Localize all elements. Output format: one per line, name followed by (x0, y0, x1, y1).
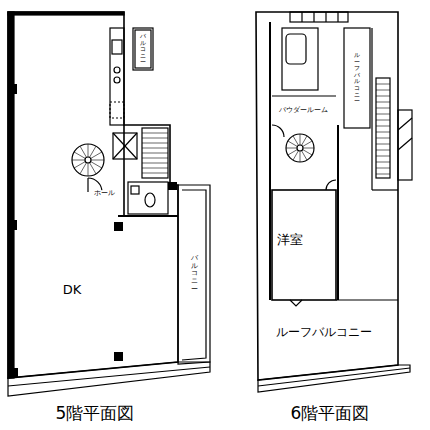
sixth-floor-plan (256, 12, 412, 392)
room-name: DK (63, 283, 82, 297)
room-name: ルーフバルコニー (353, 52, 361, 105)
room-name: バルコニー (190, 255, 199, 293)
floor-caption: 5階平面図 (56, 404, 135, 423)
floor-caption: 6階平面図 (291, 404, 370, 423)
room-name: パウダールーム (278, 107, 329, 115)
room-name: 洋室 (277, 233, 303, 247)
room-name: ルーフバルコニー (276, 326, 372, 339)
fifth-floor-plan (8, 12, 210, 396)
room-name: ホール (93, 190, 116, 198)
room-name: バルコニー (139, 33, 147, 66)
